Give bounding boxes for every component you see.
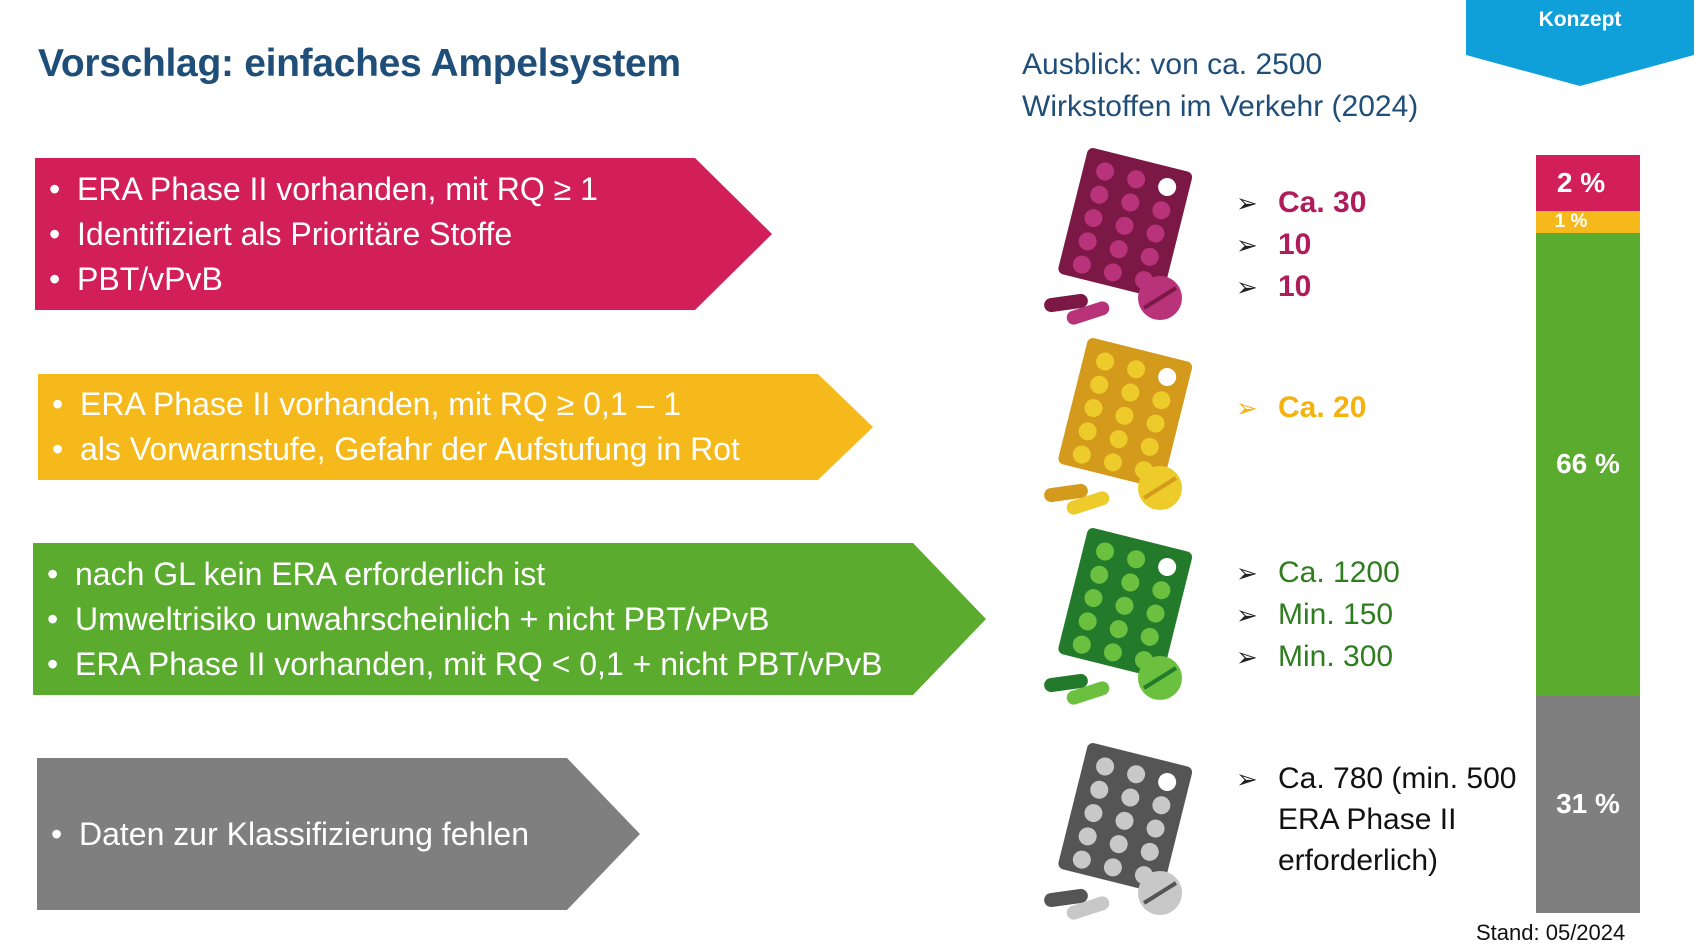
- arrowhead-bullet-icon: ➢: [1236, 393, 1258, 423]
- arrowhead-bullet-icon: ➢: [1236, 600, 1258, 630]
- stat-row: ➢ 10: [1236, 224, 1366, 266]
- bullet: Daten zur Klassifizierung fehlen: [37, 812, 640, 857]
- stat-value: Ca. 20: [1278, 391, 1367, 424]
- arrowhead-bullet-icon: ➢: [1236, 230, 1258, 260]
- stats-green: ➢ Ca. 1200 ➢ Min. 150 ➢ Min. 300: [1236, 552, 1400, 678]
- stat-value: Min. 300: [1278, 640, 1394, 673]
- stat-row: ➢ Ca. 30: [1236, 182, 1366, 224]
- stat-row: ➢ 10: [1236, 266, 1366, 308]
- arrowhead-bullet-icon: ➢: [1236, 764, 1258, 794]
- pill-blister-grey-icon: [1044, 743, 1193, 920]
- bar-segment-label: 31 %: [1556, 788, 1620, 820]
- stat-row: ➢ Ca. 780 (min. 500 ERA Phase II erforder…: [1236, 758, 1528, 881]
- bullet: PBT/vPvB: [35, 257, 772, 302]
- stat-value: Min. 150: [1278, 598, 1394, 631]
- bullet: ERA Phase II vorhanden, mit RQ ≥ 1: [35, 167, 772, 212]
- bar-segment: 31 %: [1536, 695, 1640, 913]
- stat-row: ➢ Min. 300: [1236, 636, 1400, 678]
- outlook-line-1: Ausblick: von ca. 2500: [1022, 48, 1323, 81]
- bullet: Identifiziert als Prioritäre Stoffe: [35, 212, 772, 257]
- stat-value: Ca. 780 (min. 500 ERA Phase II erforderl…: [1278, 762, 1517, 877]
- bar-segment: 1 %: [1536, 211, 1640, 233]
- bar-segment-label: 1 %: [1554, 211, 1588, 232]
- bullet: nach GL kein ERA erforderlich ist: [33, 552, 986, 597]
- outlook-text: Ausblick: von ca. 2500 Wirkstoffen im Ve…: [1022, 44, 1418, 128]
- stat-row: ➢ Ca. 1200: [1236, 552, 1400, 594]
- pill-blister-red-icon: [1044, 148, 1193, 325]
- bar-segment-label: 66 %: [1556, 448, 1620, 480]
- date-stamp: Stand: 05/2024: [1476, 920, 1626, 945]
- page-title: Vorschlag: einfaches Ampelsystem: [38, 42, 681, 85]
- arrowhead-bullet-icon: ➢: [1236, 642, 1258, 672]
- distribution-bar: 2 % 1 % 66 % 31 %: [1536, 155, 1640, 913]
- stat-value: Ca. 1200: [1278, 556, 1400, 589]
- concept-tag-label: Konzept: [1538, 8, 1622, 31]
- pill-blister-green-icon: [1044, 528, 1193, 705]
- bar-segment: 66 %: [1536, 233, 1640, 696]
- arrowhead-bullet-icon: ➢: [1236, 188, 1258, 218]
- stat-row: ➢ Ca. 20: [1236, 387, 1366, 429]
- stat-row: ➢ Min. 150: [1236, 594, 1400, 636]
- bar-segment-label: 2 %: [1556, 167, 1606, 198]
- category-arrow-yellow: ERA Phase II vorhanden, mit RQ ≥ 0,1 – 1…: [38, 374, 873, 480]
- bar-segment: 2 %: [1536, 155, 1640, 211]
- category-arrow-green: nach GL kein ERA erforderlich ist Umwelt…: [33, 543, 986, 695]
- pill-blister-yellow-icon: [1044, 338, 1193, 515]
- bullet: ERA Phase II vorhanden, mit RQ < 0,1 + n…: [33, 642, 986, 687]
- stats-yellow: ➢ Ca. 20: [1236, 387, 1366, 429]
- stats-red: ➢ Ca. 30 ➢ 10 ➢ 10: [1236, 182, 1366, 308]
- arrowhead-bullet-icon: ➢: [1236, 272, 1258, 302]
- category-arrow-red: ERA Phase II vorhanden, mit RQ ≥ 1 Ident…: [35, 158, 772, 310]
- bullet: als Vorwarnstufe, Gefahr der Aufstufung …: [38, 427, 873, 472]
- bullet: Umweltrisiko unwahrscheinlich + nicht PB…: [33, 597, 986, 642]
- concept-tag: Konzept: [1466, 0, 1694, 86]
- outlook-line-2: Wirkstoffen im Verkehr (2024): [1022, 90, 1419, 123]
- stat-value: Ca. 30: [1278, 186, 1367, 219]
- stats-grey: ➢ Ca. 780 (min. 500 ERA Phase II erforder…: [1236, 758, 1528, 881]
- arrowhead-bullet-icon: ➢: [1236, 558, 1258, 588]
- bullet: ERA Phase II vorhanden, mit RQ ≥ 0,1 – 1: [38, 382, 873, 427]
- stat-value: 10: [1278, 270, 1312, 303]
- category-arrow-grey: Daten zur Klassifizierung fehlen: [37, 758, 640, 910]
- stat-value: 10: [1278, 228, 1312, 261]
